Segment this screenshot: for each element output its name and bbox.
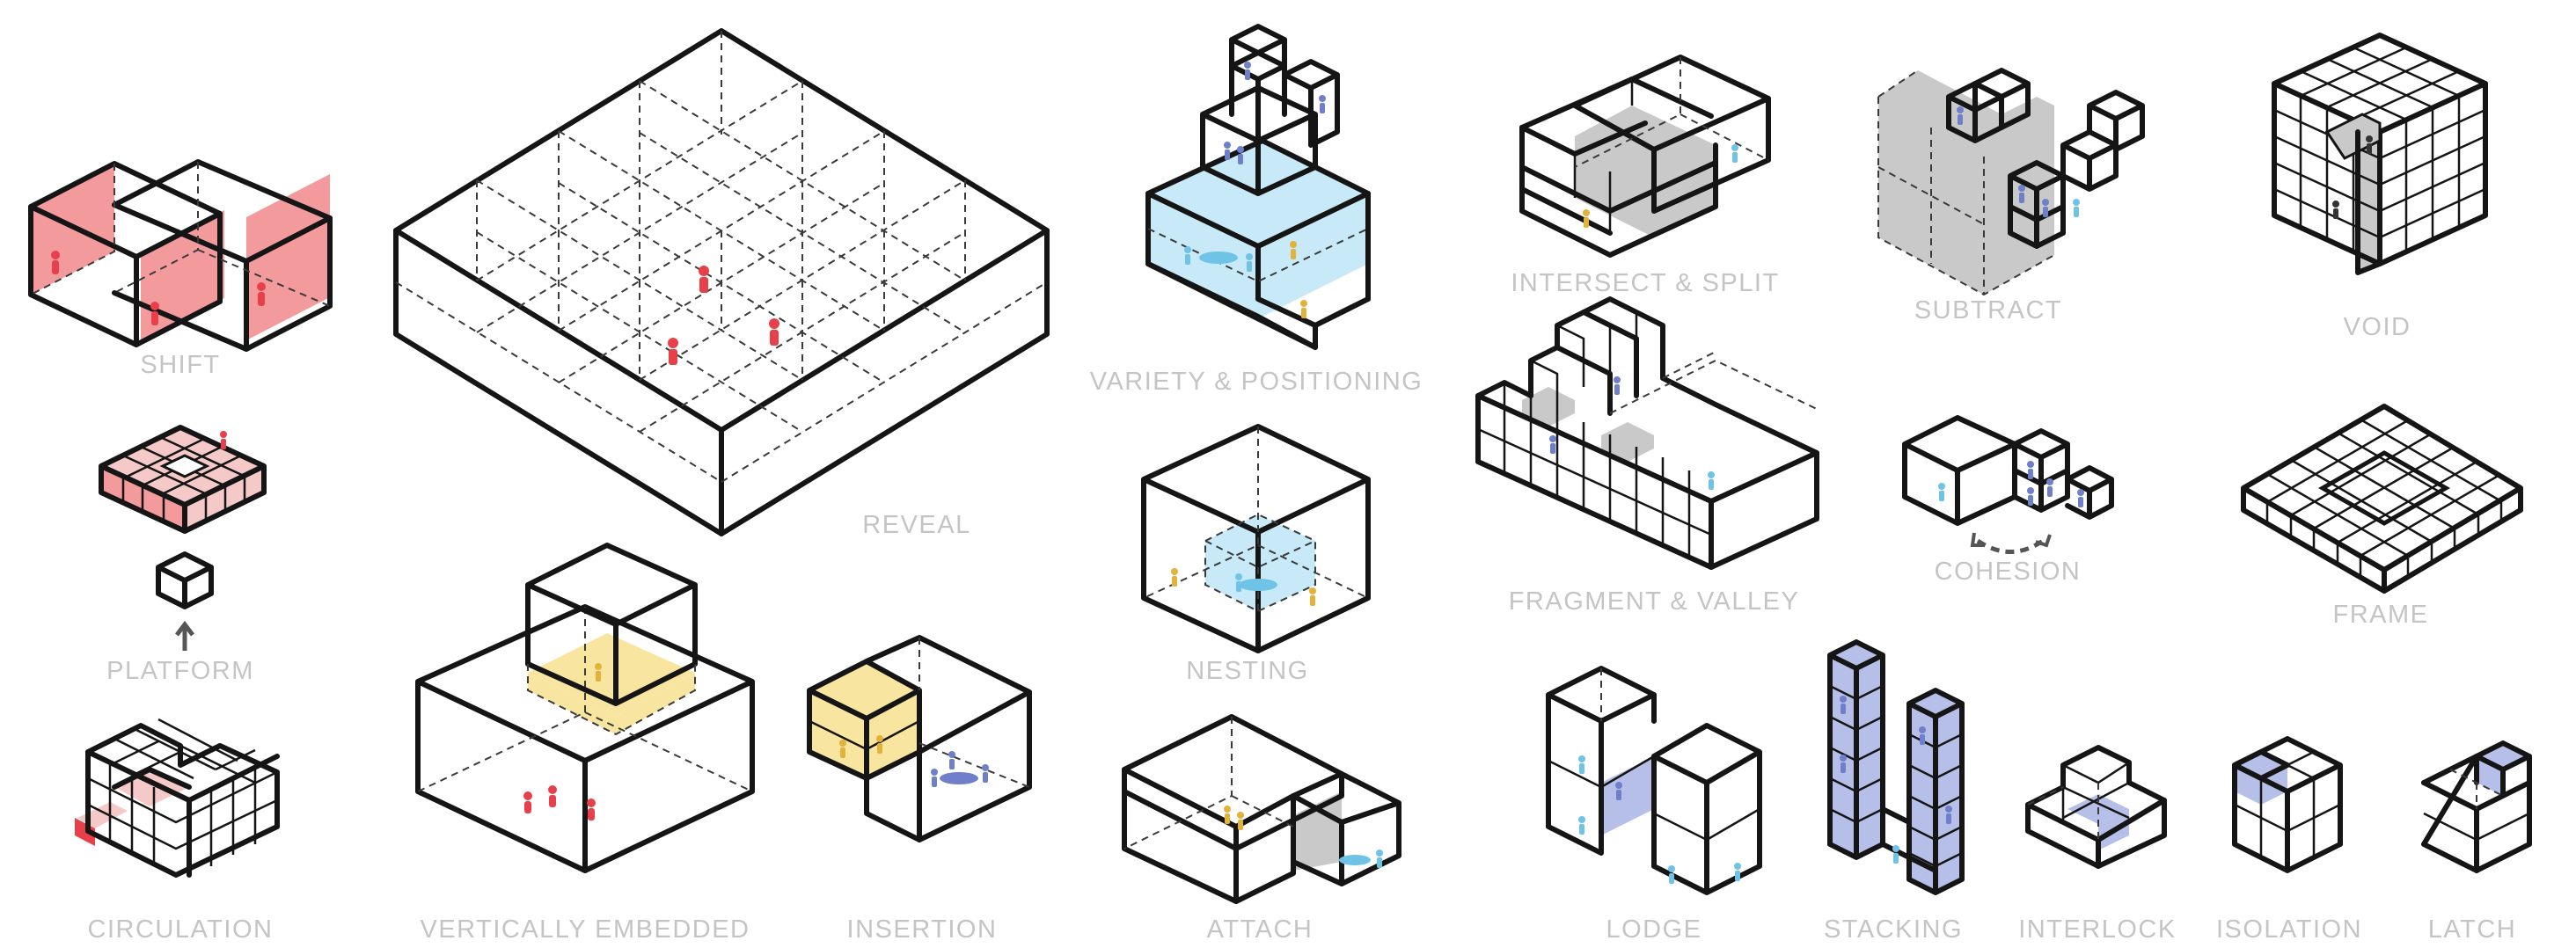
label-variety-positioning: VARIETY & POSITIONING <box>1090 368 1423 396</box>
diagram-isolation <box>2235 739 2340 871</box>
diagram-void <box>2274 35 2485 273</box>
diagram-stacking <box>1830 642 1962 893</box>
diagram-insertion <box>809 638 1029 840</box>
diagram-platform <box>101 427 264 651</box>
diagram-circulation <box>75 719 277 875</box>
diagram-cohesion <box>1905 418 2111 552</box>
diagram-intersect-split <box>1522 57 1768 255</box>
label-insertion: INSERTION <box>847 915 998 944</box>
diagram-variety-positioning <box>1148 26 1368 347</box>
label-cohesion: COHESION <box>1935 558 2082 586</box>
diagram-fragment-valley <box>1478 299 1817 567</box>
label-nesting: NESTING <box>1186 657 1308 685</box>
label-lodge: LODGE <box>1606 915 1701 944</box>
person-icon <box>2073 199 2080 217</box>
diagram-attach <box>1124 717 1399 901</box>
diagram-interlock <box>2028 747 2164 866</box>
diagram-subtract <box>1878 70 2142 295</box>
label-reveal: REVEAL <box>862 511 970 539</box>
label-intersect-split: INTERSECT & SPLIT <box>1511 269 1779 297</box>
person-icon <box>668 266 779 365</box>
person-icon <box>220 431 227 449</box>
label-fragment-valley: FRAGMENT & VALLEY <box>1509 587 1800 616</box>
diagram-reveal <box>396 31 1047 534</box>
label-isolation: ISOLATION <box>2216 915 2362 944</box>
label-interlock: INTERLOCK <box>2018 915 2176 944</box>
diagram-frame <box>2243 406 2521 591</box>
label-latch: LATCH <box>2428 915 2516 944</box>
label-frame: FRAME <box>2333 601 2429 629</box>
label-void: VOID <box>2344 313 2411 341</box>
diagram-shift <box>31 162 330 349</box>
label-stacking: STACKING <box>1824 915 1963 944</box>
label-subtract: SUBTRACT <box>1914 296 2062 325</box>
label-platform: PLATFORM <box>106 657 254 685</box>
diagram-vertically-embedded <box>418 545 752 871</box>
label-vertically-embedded: VERTICALLY EMBEDDED <box>421 915 750 944</box>
label-circulation: CIRCULATION <box>88 915 274 944</box>
diagram-nesting <box>1144 427 1368 651</box>
diagram-lodge <box>1548 668 1760 893</box>
diagram-latch <box>2424 743 2529 871</box>
label-shift: SHIFT <box>140 351 220 379</box>
label-attach: ATTACH <box>1207 915 1314 944</box>
